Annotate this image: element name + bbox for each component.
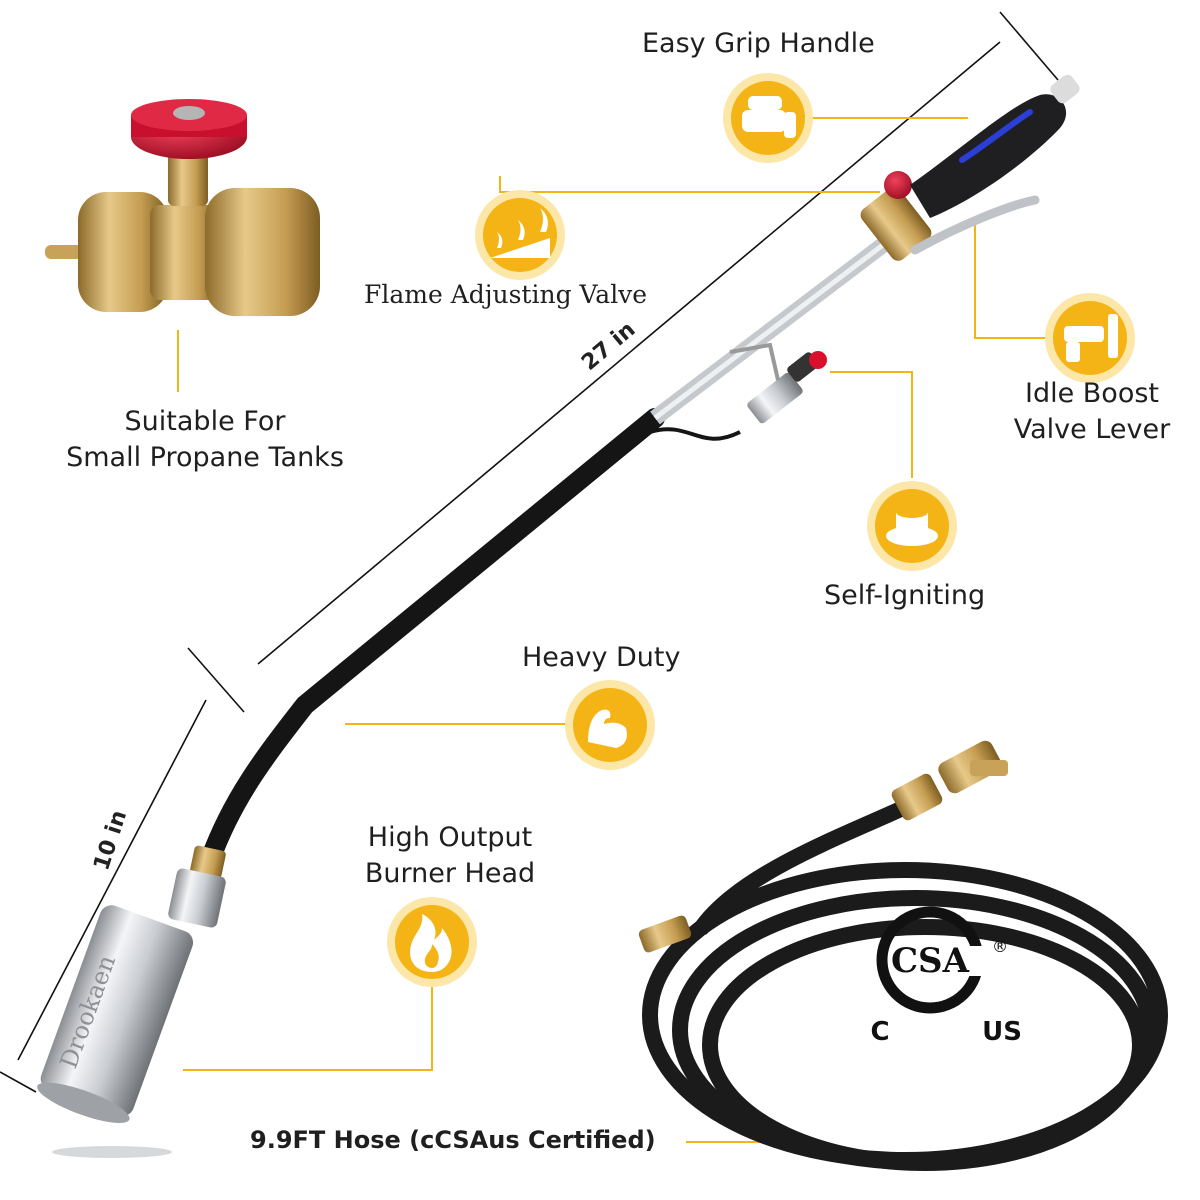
label-propane-tanks: Suitable For Small Propane Tanks <box>40 404 370 477</box>
label-burner-line2: Burner Head <box>364 858 536 890</box>
label-propane-line2: Small Propane Tanks <box>66 442 344 474</box>
torch-wand: Drookaen <box>37 74 1080 1158</box>
strong-arm-icon <box>565 680 655 770</box>
dimension-27in <box>187 11 1059 713</box>
label-idle-boost-line1: Idle Boost <box>1024 378 1159 409</box>
registered-mark: ® <box>992 937 1008 956</box>
csa-certification-mark: CSA ® C US <box>870 906 1022 1047</box>
label-idle-boost: Idle Boost Valve Lever <box>1004 376 1180 449</box>
dimension-10in <box>0 699 207 1093</box>
lever-icon <box>1045 293 1135 383</box>
label-heavy-duty: Heavy Duty <box>522 642 681 673</box>
label-hose: 9.9FT Hose (cCSAus Certified) <box>250 1126 656 1154</box>
label-propane-line1: Suitable For <box>124 406 286 437</box>
csa-us-label: US <box>982 1017 1022 1047</box>
csa-c-label: C <box>870 1017 889 1047</box>
csa-mark-text: CSA <box>891 941 970 981</box>
label-burner-line1: High Output <box>367 822 533 853</box>
igniter-button-icon <box>867 481 957 571</box>
label-self-igniting: Self-Igniting <box>824 580 986 611</box>
label-idle-boost-line2: Valve Lever <box>1013 414 1171 446</box>
flame-icon <box>387 897 477 987</box>
hose-fittings <box>638 740 1008 953</box>
coiled-hose <box>642 792 1168 1171</box>
propane-valve-fitting <box>45 99 320 316</box>
label-burner-head: High Output Burner Head <box>340 820 560 893</box>
label-flame-adjusting-valve: Flame Adjusting Valve <box>364 280 648 309</box>
flame-levels-icon <box>475 190 565 280</box>
label-easy-grip-handle: Easy Grip Handle <box>642 28 875 59</box>
hand-grip-icon <box>723 73 813 163</box>
